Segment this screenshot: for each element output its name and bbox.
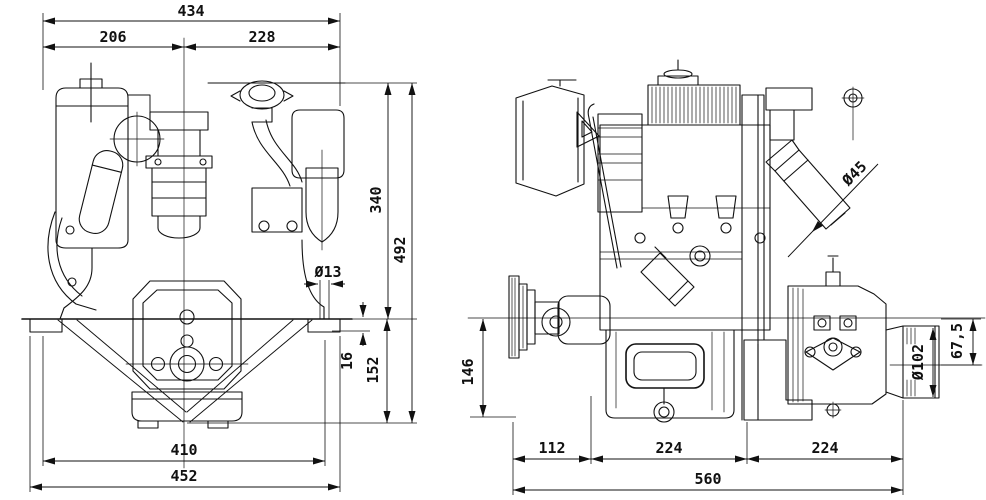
dim-label-rail-width: 452 (170, 467, 197, 485)
dimension-lines (30, 17, 977, 494)
front-view (21, 37, 353, 469)
oil-sump-front (131, 391, 243, 429)
oil-filter (640, 246, 695, 307)
dim-label-overall-length: 560 (694, 470, 721, 488)
front-flywheel-cover (47, 211, 97, 311)
heat-exchanger-fins (647, 59, 741, 126)
dim-label-overall-width: 434 (177, 2, 204, 20)
fuel-pump-stack (145, 111, 213, 239)
front-mount-bracket-left (59, 247, 93, 320)
water-outlet-pipe (251, 119, 303, 187)
oil-sump-side (605, 329, 735, 423)
crank-pulley (508, 275, 560, 359)
flywheel-housing (741, 86, 865, 421)
pressure-cap (230, 80, 294, 123)
dim-leader-d45-tail (787, 231, 813, 258)
heat-exchanger-end (291, 109, 345, 251)
dim-label-front-section: 112 (538, 439, 565, 457)
front-expansion-tank (55, 62, 129, 249)
starter-motor (78, 150, 124, 234)
dim-label-mount-hole-dia: Ø13 (313, 263, 341, 281)
dim-label-rear-section: 224 (811, 439, 838, 457)
alternator (541, 295, 611, 345)
extension-lines (29, 13, 981, 495)
gearbox-side (787, 255, 904, 419)
dim-leader-d45 (811, 163, 879, 233)
dimension-labels: 434 206 228 340 492 Ø13 16 152 410 452 Ø… (99, 2, 966, 488)
side-expansion-tank (515, 79, 585, 197)
dim-label-height-top: 340 (367, 186, 385, 213)
dim-label-width-right: 228 (248, 28, 275, 46)
dim-label-exhaust-dia: Ø45 (838, 158, 871, 191)
mount-rail (21, 318, 353, 333)
dim-label-overall-height: 492 (391, 236, 409, 263)
v-mount-bracket (57, 319, 313, 423)
gearbox-front (125, 280, 249, 390)
lifting-eye (576, 111, 600, 148)
water-pipe-stack (597, 113, 643, 213)
dim-label-mount-span: 410 (170, 441, 197, 459)
dim-label-output-drop: 67,5 (948, 323, 966, 359)
side-view (467, 59, 986, 423)
dim-label-center-to-base: 146 (459, 358, 477, 385)
exhaust-elbow (765, 139, 851, 230)
dim-label-width-left: 206 (99, 28, 126, 46)
dipstick (587, 103, 622, 269)
dim-label-mount-to-bottom: 152 (364, 356, 382, 383)
cylinder-block-side (599, 124, 771, 331)
dim-label-mid-section: 224 (655, 439, 682, 457)
engine-foot (743, 339, 813, 421)
dim-label-flange-dia: Ø102 (909, 344, 927, 381)
front-gear-case (109, 111, 165, 167)
dim-label-mount-pad: 16 (338, 352, 356, 370)
front-mount-bracket-right (251, 187, 325, 320)
